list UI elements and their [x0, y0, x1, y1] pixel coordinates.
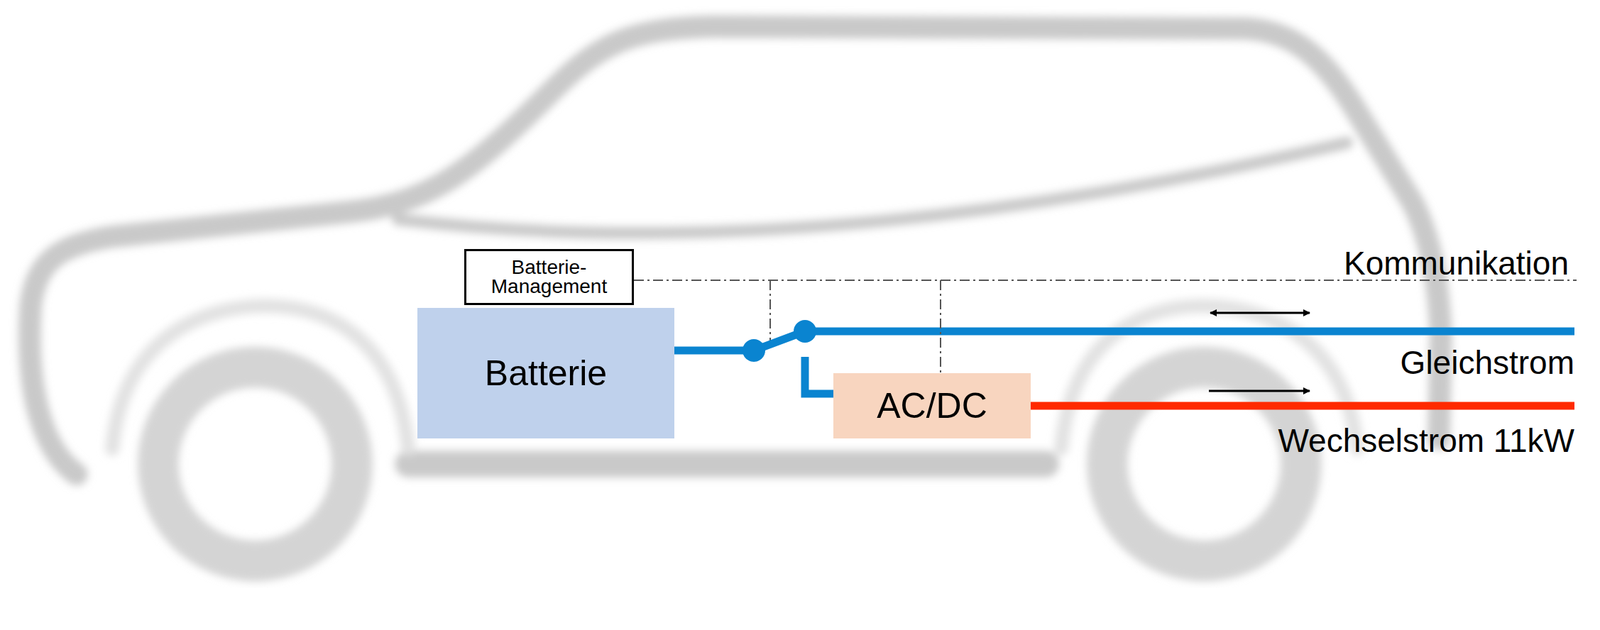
current-label: Gleichstrom	[1400, 343, 1575, 382]
signal-label: Kommunikation	[1343, 244, 1569, 283]
current-label: Wechselstrom 11kW	[1277, 421, 1575, 460]
node-text: AC/DC	[876, 388, 988, 424]
bidirectional-arrow	[1210, 312, 1310, 315]
dc-line	[804, 327, 1575, 336]
node-text: Batterie	[484, 355, 607, 392]
node-text: Batterie-Management	[491, 258, 607, 297]
battery-box: Batterie	[417, 308, 675, 439]
switch-control-line	[769, 280, 771, 343]
communication-connector	[633, 280, 941, 374]
ac-line	[1030, 402, 1575, 411]
power-connector	[674, 320, 834, 394]
management-box: Batterie-Management	[464, 249, 634, 306]
converter-box: AC/DC	[833, 373, 1031, 439]
direction-arrow	[1208, 390, 1310, 393]
